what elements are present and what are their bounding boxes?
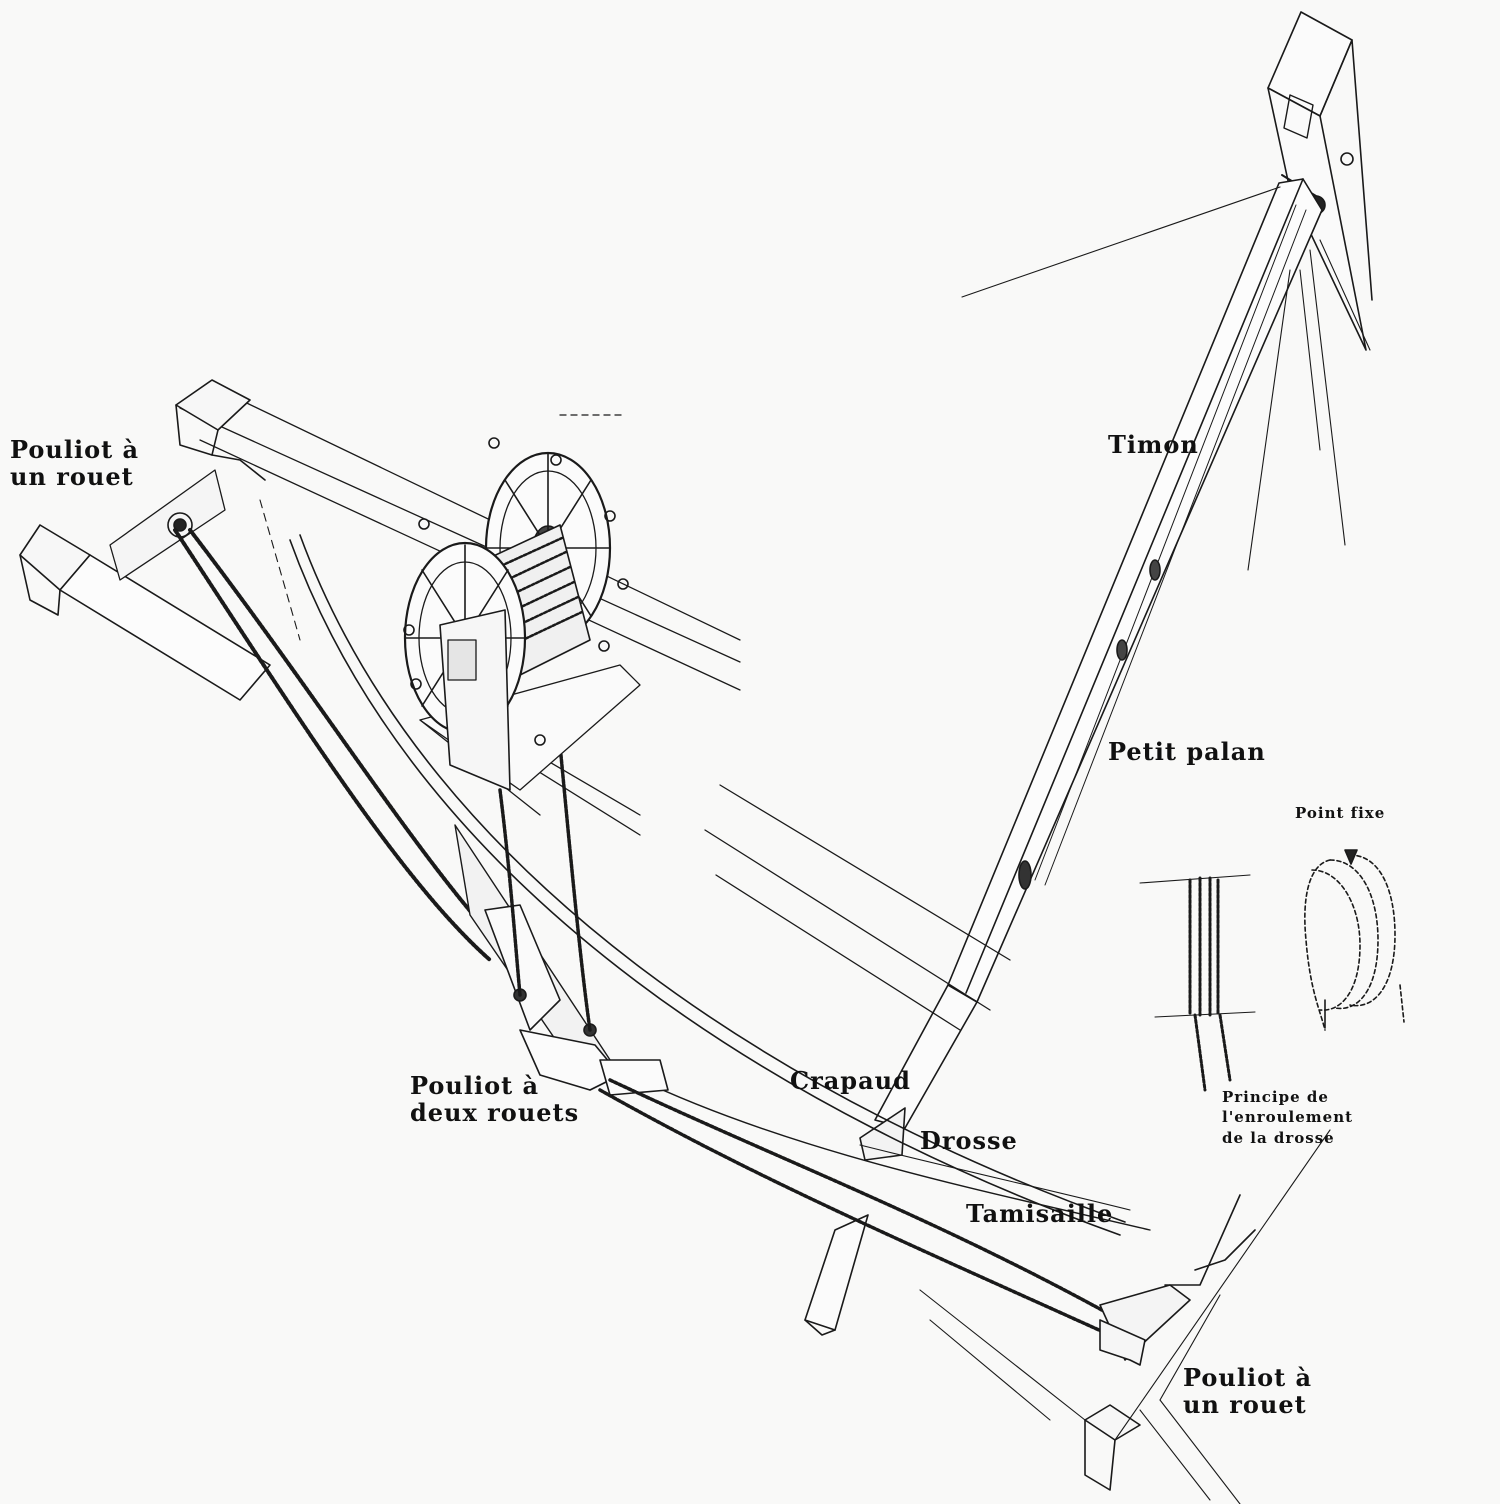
label-pouliot-deux-rouets: Pouliot à deux rouets [410, 1071, 580, 1127]
central-block [454, 824, 669, 1096]
label-pouliot-un-rouet-left: Pouliot à un rouet [10, 435, 140, 491]
inset-coil-principle [1139, 849, 1405, 1092]
label-tamisaille: Tamisaille [966, 1199, 1114, 1228]
tiller-end [804, 984, 978, 1336]
label-pouliot-un-rouet-right: Pouliot à un rouet [1183, 1363, 1313, 1419]
right-block [919, 1129, 1331, 1504]
deck-beams [179, 394, 1011, 1031]
label-principe: Principe de l'enroulement de la drosse [1222, 1088, 1354, 1147]
tamisaille [289, 534, 1151, 1236]
label-timon: Timon [1108, 430, 1199, 459]
left-block [19, 379, 271, 701]
label-crapaud: Crapaud [790, 1066, 911, 1095]
label-petit-palan: Petit palan [1108, 737, 1266, 766]
drum-ropes [498, 743, 1122, 1337]
tiller [947, 178, 1371, 1003]
steering-wheels [403, 437, 641, 816]
label-drosse: Drosse [920, 1126, 1018, 1155]
left-rope [173, 528, 502, 962]
label-point-fixe: Point fixe [1295, 804, 1386, 822]
